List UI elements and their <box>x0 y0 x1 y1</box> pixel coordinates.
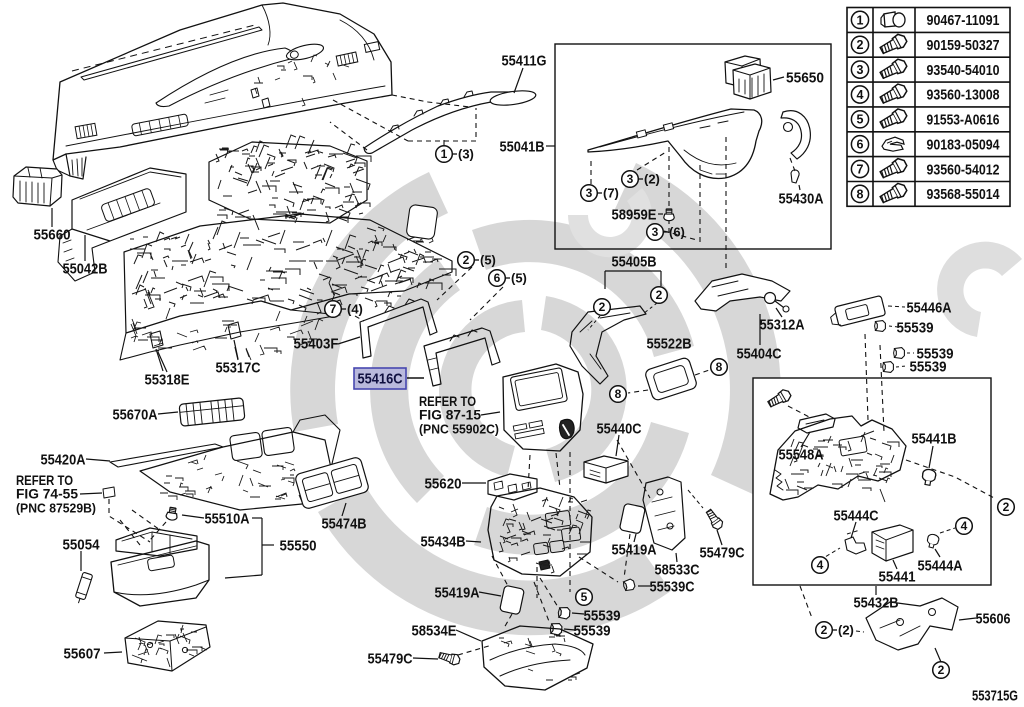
svg-text:55420A: 55420A <box>41 451 86 468</box>
svg-text:(PNC 55902C): (PNC 55902C) <box>419 422 499 437</box>
svg-text:55539: 55539 <box>910 358 947 375</box>
svg-text:8: 8 <box>857 187 864 201</box>
svg-text:55550: 55550 <box>280 537 317 554</box>
svg-text:REFER TO: REFER TO <box>16 473 73 488</box>
svg-text:6: 6 <box>857 138 864 152</box>
svg-text:REFER TO: REFER TO <box>419 394 476 409</box>
svg-text:91553-A0616: 91553-A0616 <box>927 113 1000 129</box>
svg-text:55650: 55650 <box>786 69 824 86</box>
svg-text:55419A: 55419A <box>435 584 480 601</box>
svg-text:6: 6 <box>494 271 501 285</box>
svg-text:55434B: 55434B <box>421 533 466 550</box>
svg-text:4: 4 <box>857 88 864 102</box>
svg-text:55041B: 55041B <box>500 138 545 155</box>
svg-text:55660: 55660 <box>34 226 71 243</box>
svg-text:55539C: 55539C <box>650 578 695 595</box>
svg-text:2: 2 <box>821 623 828 637</box>
svg-text:55054: 55054 <box>63 536 101 553</box>
svg-text:90183-05094: 90183-05094 <box>927 137 1001 153</box>
svg-text:55444A: 55444A <box>918 557 963 574</box>
svg-text:55440C: 55440C <box>597 420 642 437</box>
svg-text:8: 8 <box>615 387 622 401</box>
svg-text:(5): (5) <box>511 271 527 286</box>
svg-text:2: 2 <box>463 253 470 267</box>
svg-text:55539: 55539 <box>897 319 934 336</box>
svg-text:5: 5 <box>581 590 588 604</box>
svg-text:55042B: 55042B <box>63 260 108 277</box>
svg-text:93560-54012: 93560-54012 <box>927 162 1000 178</box>
svg-text:(PNC 87529B): (PNC 87529B) <box>16 501 96 516</box>
svg-text:1: 1 <box>441 147 448 161</box>
svg-text:55539: 55539 <box>574 622 611 639</box>
svg-text:55446A: 55446A <box>907 299 952 316</box>
svg-text:(2): (2) <box>838 623 854 638</box>
svg-text:55539: 55539 <box>584 607 621 624</box>
svg-text:55318E: 55318E <box>145 371 190 388</box>
svg-text:(7): (7) <box>603 186 619 201</box>
svg-text:2: 2 <box>857 38 864 52</box>
svg-text:93560-13008: 93560-13008 <box>927 88 1000 104</box>
svg-text:93568-55014: 93568-55014 <box>927 187 1001 203</box>
svg-text:55419A: 55419A <box>612 541 657 558</box>
svg-text:93540-54010: 93540-54010 <box>927 63 1000 79</box>
svg-text:FIG 74-55: FIG 74-55 <box>16 487 78 502</box>
svg-text:(2): (2) <box>644 172 660 187</box>
svg-text:55317C: 55317C <box>216 359 261 376</box>
svg-text:55474B: 55474B <box>322 515 367 532</box>
svg-text:3: 3 <box>627 172 634 186</box>
svg-text:3: 3 <box>857 63 864 77</box>
svg-text:55405B: 55405B <box>612 253 657 270</box>
svg-text:55444C: 55444C <box>834 507 879 524</box>
svg-text:55441: 55441 <box>879 568 916 585</box>
svg-text:55403F: 55403F <box>294 335 339 352</box>
svg-text:8: 8 <box>716 360 723 374</box>
svg-text:55441B: 55441B <box>912 430 957 447</box>
svg-text:55479C: 55479C <box>368 650 413 667</box>
svg-text:4: 4 <box>961 519 968 533</box>
svg-text:553715G: 553715G <box>972 687 1018 704</box>
svg-text:55479C: 55479C <box>700 544 745 561</box>
svg-text:55411G: 55411G <box>502 52 547 69</box>
svg-text:58534E: 58534E <box>412 622 457 639</box>
svg-text:4: 4 <box>817 558 824 572</box>
svg-text:(4): (4) <box>347 302 363 317</box>
svg-text:2: 2 <box>938 663 945 677</box>
svg-text:55620: 55620 <box>425 475 462 492</box>
svg-text:3: 3 <box>652 225 659 239</box>
svg-text:(6): (6) <box>669 225 685 240</box>
svg-text:55404C: 55404C <box>737 345 782 362</box>
svg-text:2: 2 <box>599 300 606 314</box>
svg-text:(5): (5) <box>480 253 496 268</box>
svg-text:1: 1 <box>857 13 864 27</box>
svg-text:55606: 55606 <box>976 610 1011 627</box>
svg-text:7: 7 <box>330 302 337 316</box>
svg-text:58533C: 58533C <box>655 561 700 578</box>
svg-text:55607: 55607 <box>64 645 101 662</box>
svg-text:3: 3 <box>586 186 593 200</box>
svg-text:55416C: 55416C <box>358 371 403 388</box>
svg-text:(3): (3) <box>458 147 474 162</box>
svg-text:55539: 55539 <box>917 345 954 362</box>
svg-text:58959E: 58959E <box>612 206 657 223</box>
svg-text:2: 2 <box>1003 500 1010 514</box>
svg-text:90467-11091: 90467-11091 <box>927 13 1000 29</box>
svg-text:55432B: 55432B <box>854 594 899 611</box>
svg-text:2: 2 <box>656 288 663 302</box>
svg-text:55522B: 55522B <box>647 335 692 352</box>
svg-text:90159-50327: 90159-50327 <box>927 38 1000 54</box>
svg-text:55510A: 55510A <box>205 510 250 527</box>
svg-text:5: 5 <box>857 113 864 127</box>
svg-text:55670A: 55670A <box>113 406 158 423</box>
svg-text:7: 7 <box>857 162 864 176</box>
svg-text:55312A: 55312A <box>760 316 805 333</box>
svg-text:55430A: 55430A <box>779 190 824 207</box>
svg-text:FIG 87-15: FIG 87-15 <box>419 408 481 423</box>
svg-text:55548A: 55548A <box>779 446 824 463</box>
